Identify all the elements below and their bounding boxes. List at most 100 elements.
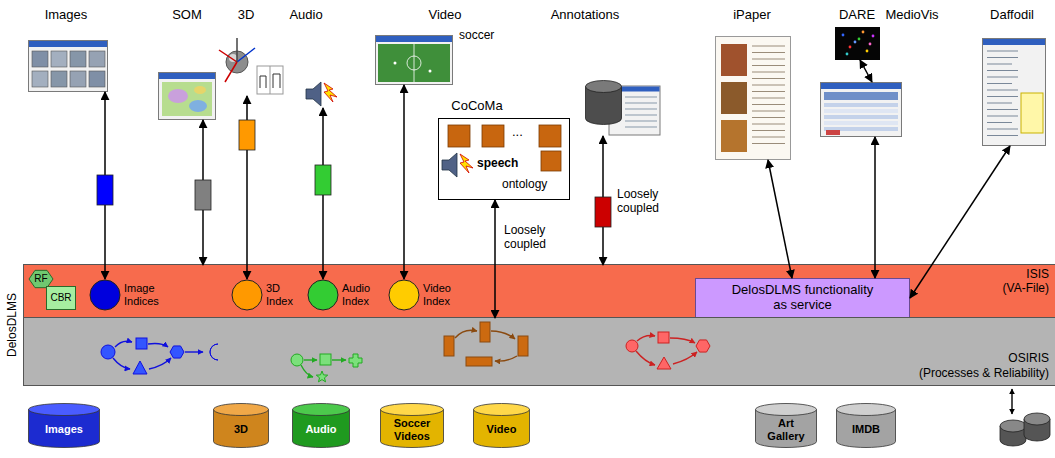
note-panel	[1021, 93, 1043, 133]
database-cylinder-top	[756, 404, 817, 416]
text-line	[752, 85, 785, 86]
result-header	[824, 92, 898, 100]
database-cylinder	[1024, 419, 1050, 441]
text-line	[987, 109, 1018, 110]
window-title-bar	[376, 36, 452, 42]
database-cylinder	[1000, 426, 1026, 446]
lightning-symbol	[460, 154, 473, 173]
audio-speaker-icon: Audio	[305, 80, 341, 108]
figure-label: MedioVis	[885, 8, 938, 23]
text-line	[752, 72, 785, 73]
window-title-bar	[29, 41, 107, 47]
chair-figure	[273, 74, 280, 88]
image-thumbnail	[70, 51, 86, 67]
workflow-arrow	[148, 343, 168, 347]
result-row	[824, 109, 898, 113]
text-line	[752, 111, 785, 112]
lightning-symbol	[324, 83, 337, 102]
component-chip	[239, 120, 255, 150]
database-cylinder-top	[474, 404, 530, 416]
text-line	[987, 116, 1018, 117]
player-dot	[429, 70, 432, 73]
workflow-step	[349, 354, 362, 367]
window-frame	[29, 41, 108, 92]
text-line	[625, 115, 657, 116]
figure-label: 3D	[238, 8, 255, 23]
edge-label: Loosely coupled	[616, 188, 676, 216]
3d-result-panel	[257, 66, 283, 94]
player-dot	[394, 62, 397, 65]
shot-shape	[715, 36, 791, 160]
bidirectional-arrow	[104, 92, 106, 279]
dare-screenshot: DARE	[835, 27, 880, 60]
window-frame	[983, 39, 1046, 146]
workflow-arrow	[332, 359, 346, 360]
image-thumbnail	[32, 71, 48, 87]
text-line	[987, 122, 1012, 123]
shot-shape	[375, 35, 453, 85]
database-label: Images	[45, 423, 83, 436]
workflow-step	[291, 354, 303, 366]
index-circle-outline	[389, 280, 419, 310]
data-point	[846, 53, 849, 56]
text-line	[987, 70, 1018, 71]
result-row	[824, 121, 898, 125]
axis-line	[237, 48, 255, 62]
workflow-step	[136, 338, 147, 349]
database-cylinder-top	[1024, 413, 1050, 425]
text-line	[987, 83, 1012, 84]
figure-label: SOM	[172, 8, 202, 23]
component-chip	[97, 175, 113, 205]
node-label: CBR	[50, 292, 71, 304]
isis-layer: ISIS(VA-File)RFCBRImage Indices3D IndexA…	[24, 265, 1055, 318]
text-line	[752, 143, 785, 144]
result-marker	[826, 130, 840, 135]
database-cylinder-top	[837, 404, 896, 416]
workflow-arrow	[185, 351, 203, 352]
workflow-step	[170, 346, 184, 358]
figure-label: Audio	[289, 8, 322, 23]
image-thumbnail	[32, 51, 48, 67]
figure-label: DARE	[839, 8, 875, 23]
database-cylinder: Video	[473, 403, 530, 448]
database-label: 3D	[234, 423, 248, 436]
result-row	[824, 115, 898, 119]
workflow-arrow	[301, 365, 313, 377]
shot-shape	[835, 27, 880, 60]
cbr-square: CBR	[46, 286, 76, 310]
square-outline	[47, 287, 76, 310]
text-line	[752, 130, 785, 131]
database-cylinder-top	[214, 404, 269, 416]
text-line	[987, 129, 1018, 130]
paper-page	[716, 37, 791, 160]
index-circle-outline	[308, 280, 338, 310]
artwork-image	[721, 82, 747, 114]
workflow-step	[657, 357, 671, 369]
component-chip	[595, 197, 611, 227]
edge-label: Loosely coupled	[503, 224, 563, 252]
workflow-step	[626, 340, 638, 352]
bidirectional-arrow	[403, 85, 405, 279]
workflow-step	[133, 361, 147, 374]
3d-model-figure: 3D	[215, 36, 285, 96]
text-line	[987, 57, 1018, 58]
node-label: ...	[512, 125, 523, 140]
bidirectional-arrow	[602, 136, 604, 265]
ipaper-screenshot: iPaper	[715, 36, 791, 160]
data-point	[872, 35, 875, 38]
database-cylinder: Audio	[292, 403, 350, 448]
shot-shape	[820, 82, 902, 137]
workflow-step	[316, 371, 327, 382]
image-thumbnail	[51, 71, 67, 87]
window-frame	[159, 73, 216, 120]
text-line	[987, 64, 1012, 65]
panel-divider	[270, 66, 271, 94]
database-label: Video	[487, 423, 517, 436]
data-point	[862, 31, 865, 34]
text-line	[987, 103, 1012, 104]
workflow-arrow	[637, 336, 655, 341]
text-line	[752, 117, 785, 118]
soccer-field	[378, 44, 450, 82]
node-label: CoCoMa	[451, 99, 502, 114]
